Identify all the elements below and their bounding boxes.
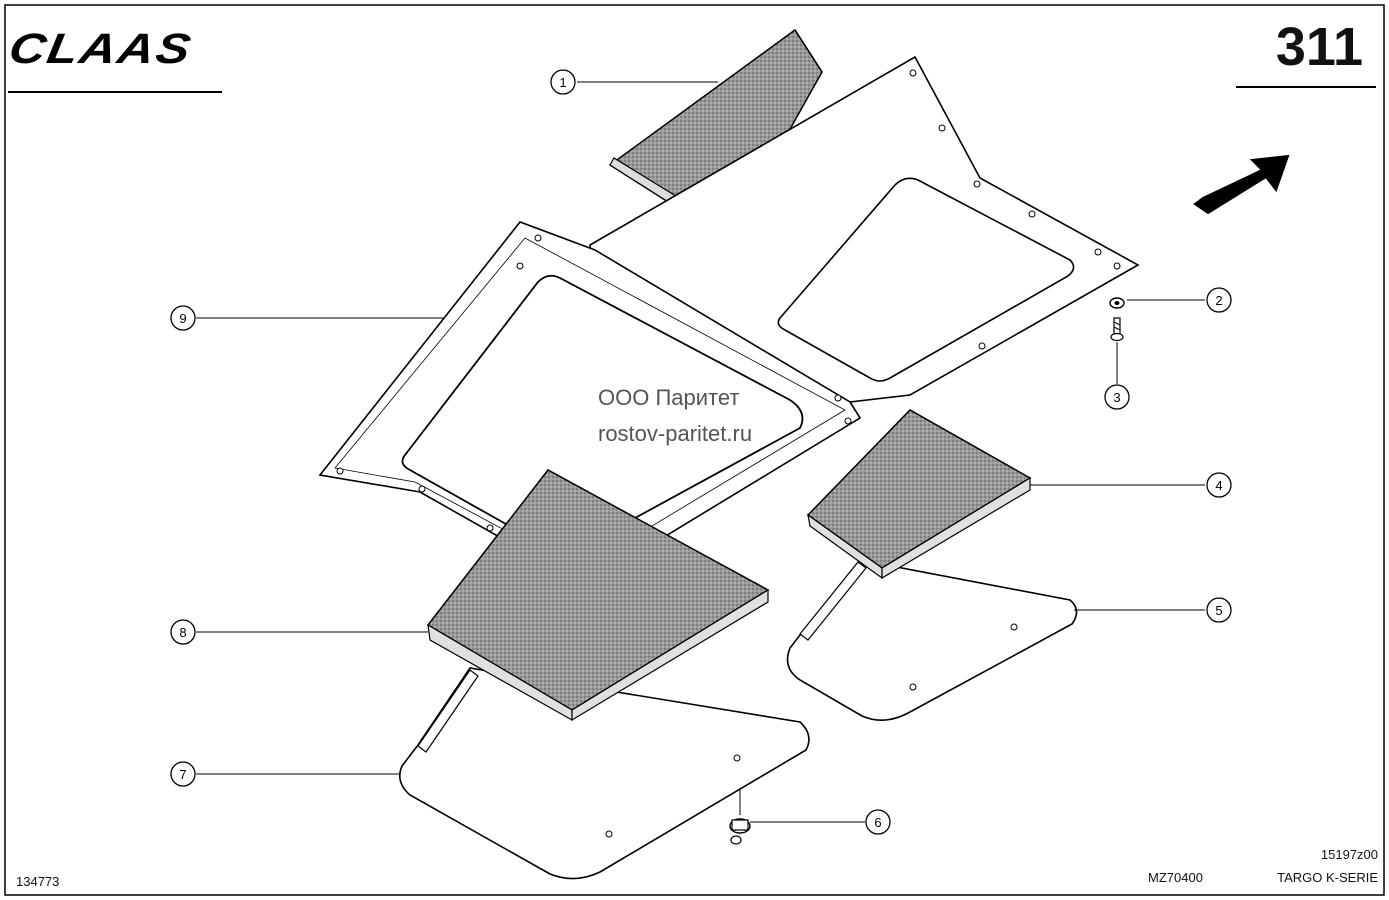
callout-2-circle — [1206, 287, 1232, 313]
callout-9: 9 — [179, 311, 186, 326]
callout-1-circle — [550, 69, 576, 95]
callout-7-circle — [170, 761, 196, 787]
callout-7: 7 — [179, 767, 186, 782]
callout-6: 6 — [874, 815, 881, 830]
clip-icon — [729, 818, 751, 845]
part-7-plate — [399, 667, 810, 880]
page-border — [4, 4, 1385, 896]
callout-9-circle — [170, 305, 196, 331]
logo-rule — [8, 91, 222, 93]
reference-id: 134773 — [16, 874, 60, 889]
callout-1: 1 — [559, 75, 566, 90]
direction-arrow-icon — [1193, 154, 1290, 215]
callout-6-circle — [865, 809, 891, 835]
screw-icon — [1110, 317, 1124, 342]
callout-8-circle — [170, 619, 196, 645]
part-8-pad — [426, 469, 770, 722]
part-4-pad — [806, 409, 1032, 580]
series-label: TARGO K-SERIE — [1277, 870, 1378, 885]
fastener-2-3 — [1109, 297, 1125, 342]
part-5-plate — [786, 559, 1078, 721]
page-number: 311 — [1275, 17, 1363, 77]
drawing-code: 15197z00 — [1320, 847, 1378, 862]
watermark-company: ООО Паритет — [598, 385, 740, 410]
callout-4: 4 — [1215, 478, 1222, 493]
leader-lines — [196, 81, 1205, 823]
callout-2: 2 — [1215, 293, 1222, 308]
callout-8: 8 — [179, 625, 186, 640]
callout-3: 3 — [1113, 390, 1120, 405]
callout-3-circle — [1104, 384, 1130, 410]
callout-bubbles — [170, 69, 1232, 835]
callout-4-circle — [1206, 472, 1232, 498]
callout-5-circle — [1206, 597, 1232, 623]
page-number-rule — [1236, 86, 1376, 88]
watermark-url: rostov-paritet.ru — [598, 421, 753, 446]
part-9-frame-panel — [318, 55, 1140, 586]
callout-5: 5 — [1215, 603, 1222, 618]
model-code: MZ70400 — [1148, 870, 1203, 885]
